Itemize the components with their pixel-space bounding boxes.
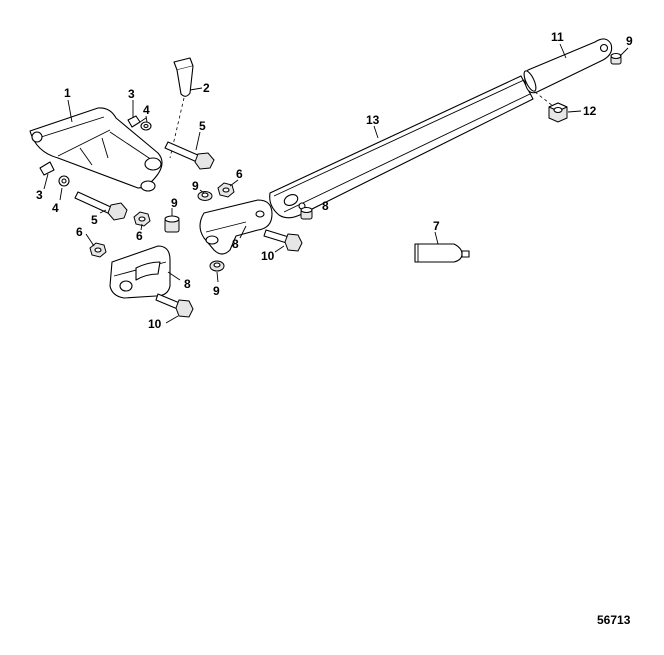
callout-9-lower: 9 bbox=[213, 284, 220, 298]
callout-9-tube: 9 bbox=[626, 34, 633, 48]
bushing-part-9-middle bbox=[164, 215, 180, 233]
washer-part-9-lower bbox=[209, 260, 225, 272]
clevis-bolt-part-10-lower bbox=[155, 293, 194, 318]
shoulder-bolt-part-2 bbox=[169, 57, 194, 159]
callout-labels: 1 2 3 4 5 3 4 5 6 9 9 6 6 8 10 9 8 10 7 … bbox=[36, 30, 633, 331]
cotter-pin-part-3-lower bbox=[39, 161, 55, 176]
callout-6-upper: 6 bbox=[236, 167, 243, 181]
bushing-part-8-bar bbox=[300, 206, 313, 220]
tie-bar-part-13 bbox=[269, 75, 534, 219]
callout-9-middle: 9 bbox=[171, 196, 178, 210]
hex-nut-part-12 bbox=[548, 102, 568, 123]
callout-1: 1 bbox=[64, 86, 71, 100]
hex-bolt-part-5-lower bbox=[74, 191, 128, 221]
leader-lines bbox=[43, 43, 629, 324]
callout-6-middle: 6 bbox=[136, 229, 143, 243]
callout-8-lower-clevis: 8 bbox=[184, 277, 191, 291]
callout-9-upper-left: 9 bbox=[192, 179, 199, 193]
callout-10-upper: 10 bbox=[261, 249, 275, 263]
clevis-part-8-lower bbox=[109, 245, 171, 299]
grease-tube-part-7 bbox=[414, 243, 470, 263]
washer-part-4-upper bbox=[140, 121, 152, 131]
lock-nut-part-6-middle bbox=[133, 211, 151, 227]
callout-3-lower: 3 bbox=[36, 188, 43, 202]
callout-5-lower: 5 bbox=[91, 213, 98, 227]
callout-13: 13 bbox=[366, 113, 380, 127]
callout-7: 7 bbox=[433, 219, 440, 233]
hex-bolt-part-5-upper bbox=[164, 141, 215, 170]
clevis-bolt-part-10-upper bbox=[263, 229, 303, 252]
callout-12: 12 bbox=[583, 104, 597, 118]
lock-nut-part-6-lower bbox=[89, 242, 107, 258]
callout-4-lower: 4 bbox=[52, 201, 59, 215]
bushing-part-9-upper bbox=[610, 52, 622, 65]
clevis-part-8-upper bbox=[199, 199, 273, 255]
figure-reference-number: 56713 bbox=[597, 613, 631, 627]
callout-2: 2 bbox=[203, 81, 210, 95]
callout-4-upper: 4 bbox=[143, 103, 150, 117]
callout-3-upper: 3 bbox=[128, 87, 135, 101]
callout-11: 11 bbox=[551, 30, 564, 44]
callout-5-upper: 5 bbox=[199, 119, 206, 133]
washer-part-4-lower bbox=[58, 175, 70, 187]
callout-6-lower: 6 bbox=[76, 225, 83, 239]
tube-end-part-11 bbox=[523, 38, 613, 94]
lock-nut-part-6-upper bbox=[217, 182, 235, 198]
callout-8-upper-clevis: 8 bbox=[232, 237, 239, 251]
callout-10-lower: 10 bbox=[148, 317, 162, 331]
washer-part-9-upper-left bbox=[197, 191, 213, 201]
callout-8-bar: 8 bbox=[322, 199, 329, 213]
arm-bracket-part-1 bbox=[29, 107, 163, 192]
